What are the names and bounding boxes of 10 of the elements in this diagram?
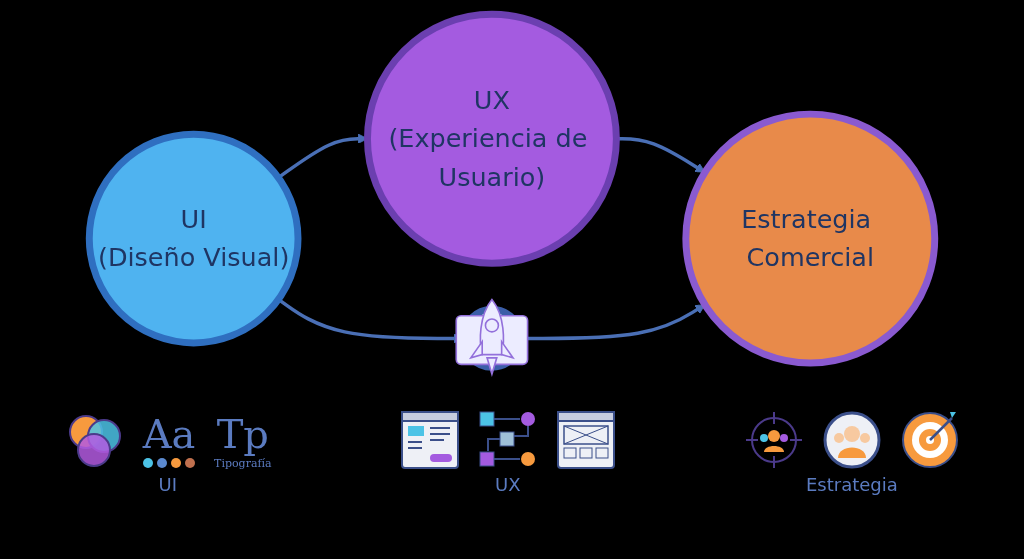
gear-circle: UX (Experiencia de Usuario) [363, 10, 620, 267]
rocket-launch-icon [455, 298, 529, 377]
typography-sample: Tp [216, 410, 269, 457]
section-label: Estrategia [806, 474, 898, 495]
section-label: UI [158, 474, 178, 495]
section-label: UX [495, 474, 521, 495]
typography-sample: Aa [142, 411, 196, 457]
gear-circle: Estrategia Comercial [682, 110, 939, 367]
gear-circle: UI (Diseño Visual) [85, 130, 302, 347]
icon-caption: Tipografía [214, 456, 272, 470]
